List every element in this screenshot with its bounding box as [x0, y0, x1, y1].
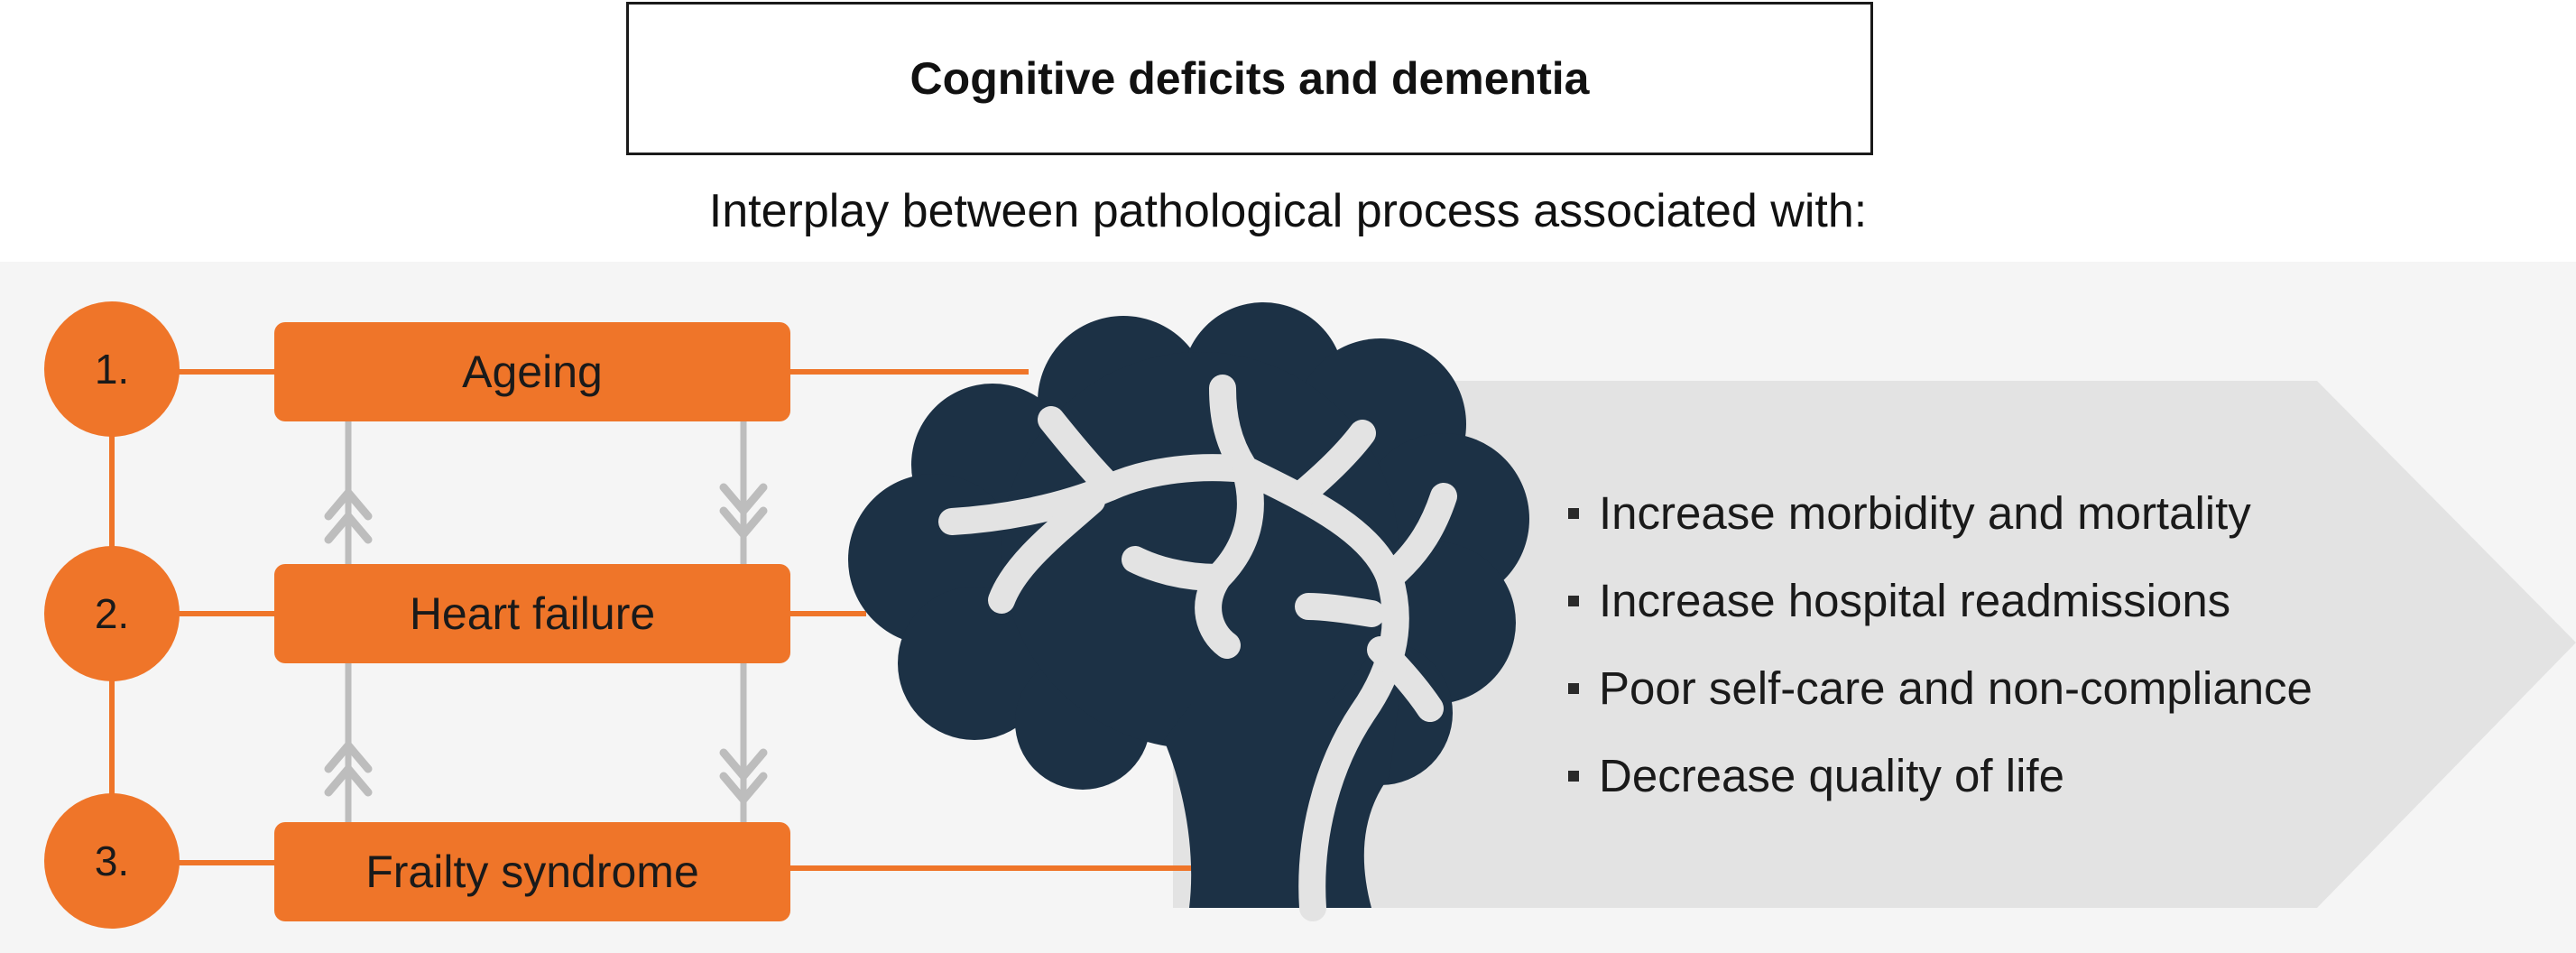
chevron-down-icon — [719, 772, 768, 804]
list-item: Increase morbidity and mortality — [1568, 469, 2313, 557]
list-item: Increase hospital readmissions — [1568, 557, 2313, 644]
factor-number-circle: 3. — [44, 793, 180, 929]
factor-number: 3. — [94, 837, 130, 884]
chevron-down-icon — [719, 748, 768, 781]
list-item: Poor self-care and non-compliance — [1568, 644, 2313, 732]
factor-number-circle: 2. — [44, 546, 180, 681]
chevron-up-icon — [324, 764, 373, 797]
outcome-text: Increase morbidity and mortality — [1599, 487, 2251, 539]
outcome-text: Increase hospital readmissions — [1599, 575, 2231, 626]
chevron-up-icon — [324, 512, 373, 544]
chevron-up-icon — [324, 488, 373, 521]
list-item: Decrease quality of life — [1568, 732, 2313, 819]
title-box: Cognitive deficits and dementia — [626, 2, 1873, 155]
outcome-text: Decrease quality of life — [1599, 750, 2064, 801]
square-bullet-icon — [1568, 682, 1579, 694]
diagram-subtitle: Interplay between pathological process a… — [708, 185, 1868, 237]
factor-number-circle: 1. — [44, 301, 180, 437]
diagram-title: Cognitive deficits and dementia — [909, 53, 1590, 104]
square-bullet-icon — [1568, 595, 1579, 606]
brain-icon — [848, 302, 1529, 921]
factor-label: Ageing — [462, 347, 603, 397]
outcome-text: Poor self-care and non-compliance — [1599, 662, 2313, 714]
outcome-list: Increase morbidity and mortality Increas… — [1568, 469, 2313, 819]
chevron-up-icon — [324, 741, 373, 773]
factor-number: 1. — [94, 346, 130, 393]
square-bullet-icon — [1568, 770, 1579, 782]
square-bullet-icon — [1568, 507, 1579, 519]
factor-number: 2. — [94, 590, 130, 637]
factor-box-ageing: Ageing — [274, 322, 790, 421]
chevron-down-icon — [719, 506, 768, 539]
factor-box-heart-failure: Heart failure — [274, 564, 790, 663]
chevron-down-icon — [719, 483, 768, 515]
factor-label: Frailty syndrome — [365, 847, 699, 897]
factor-label: Heart failure — [409, 588, 656, 639]
factor-box-frailty-syndrome: Frailty syndrome — [274, 822, 790, 921]
